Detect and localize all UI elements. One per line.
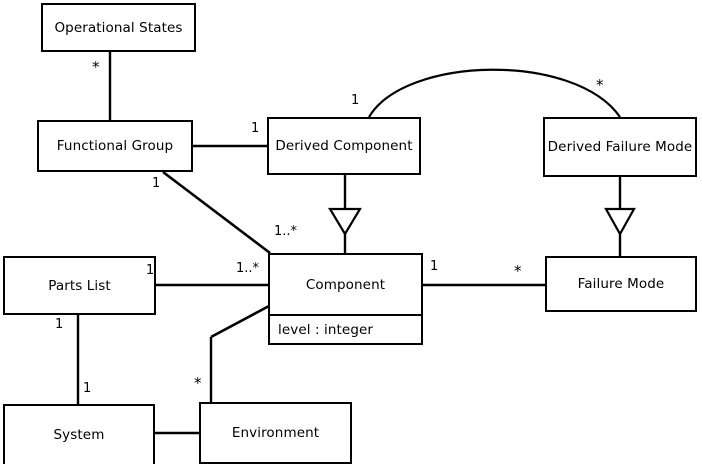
class-name-compartment: System xyxy=(5,406,153,464)
class-operational-states[interactable]: Operational States xyxy=(41,3,196,52)
multiplicity-parts-list-system-bottom: 1 xyxy=(83,381,92,396)
multiplicity-environment-component: * xyxy=(194,374,202,392)
multiplicity-parts-list-near: 1 xyxy=(146,263,155,278)
class-component[interactable]: Component level : integer xyxy=(268,253,423,345)
class-name-compartment: Operational States xyxy=(43,5,194,50)
multiplicity-derived-failure-mode-curve-far: * xyxy=(596,76,604,94)
class-name-label: Environment xyxy=(231,425,320,441)
class-derived-failure-mode[interactable]: Derived Failure Mode xyxy=(543,117,697,177)
multiplicity-functional-group-derived-component: 1 xyxy=(351,93,360,108)
class-parts-list[interactable]: Parts List xyxy=(3,256,156,315)
class-attributes-compartment: level : integer xyxy=(270,314,421,343)
class-name-compartment: Environment xyxy=(201,404,350,462)
multiplicity-component-failure-mode-near: 1 xyxy=(430,259,439,274)
class-name-compartment: Failure Mode xyxy=(547,258,695,310)
multiplicity-functional-group-component-near: 1 xyxy=(152,176,161,191)
class-functional-group[interactable]: Functional Group xyxy=(37,120,193,172)
edge-environment-component-diagonal xyxy=(210,304,270,339)
class-name-label: Functional Group xyxy=(56,138,174,154)
multiplicity-derived-component-curve-near: 1 xyxy=(251,121,260,136)
class-name-label: Parts List xyxy=(48,277,111,294)
class-name-label: Derived Component xyxy=(275,138,413,154)
multiplicity-operational-states-functional-group: * xyxy=(92,58,100,76)
class-name-label: Derived Failure Mode xyxy=(547,139,693,155)
class-derived-component[interactable]: Derived Component xyxy=(267,117,421,175)
class-name-label: System xyxy=(53,427,105,443)
class-name-compartment: Component xyxy=(270,255,421,314)
class-system[interactable]: System xyxy=(3,404,155,464)
multiplicity-functional-group-component-far: 1..* xyxy=(274,224,298,239)
class-name-compartment: Derived Component xyxy=(269,119,419,173)
generalization-triangle-derived-component xyxy=(328,207,362,237)
class-name-compartment: Parts List xyxy=(5,258,154,313)
multiplicity-parts-list-system-top: 1 xyxy=(55,317,64,332)
attribute-level: level : integer xyxy=(278,321,374,338)
class-name-label: Operational States xyxy=(54,19,183,36)
class-name-label: Component xyxy=(305,276,386,293)
edge-derived-component-derived-failure-mode xyxy=(368,68,621,118)
generalization-triangle-derived-failure-mode xyxy=(604,207,636,237)
class-name-compartment: Functional Group xyxy=(39,122,191,170)
class-failure-mode[interactable]: Failure Mode xyxy=(545,256,697,312)
multiplicity-component-failure-mode-far: * xyxy=(514,262,522,280)
class-name-compartment: Derived Failure Mode xyxy=(545,119,695,175)
class-name-label: Failure Mode xyxy=(577,276,665,292)
multiplicity-parts-list-component: 1..* xyxy=(236,261,260,276)
edge-functional-group-component xyxy=(162,170,271,255)
class-environment[interactable]: Environment xyxy=(199,402,352,464)
